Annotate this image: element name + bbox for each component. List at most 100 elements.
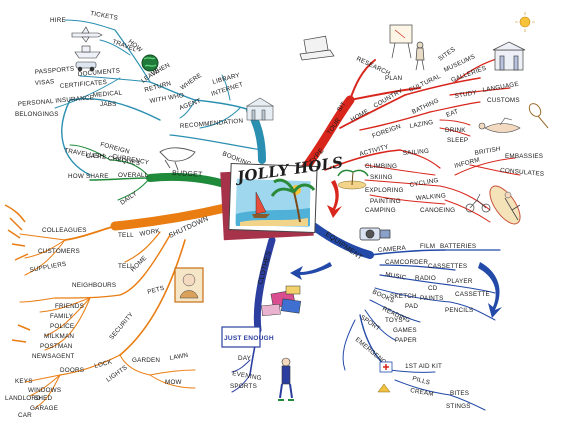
shutdown-lights-label: Lights bbox=[105, 364, 129, 383]
type-sleep-label: Sleep bbox=[447, 137, 468, 144]
type-embassies-label: Embassies bbox=[505, 153, 543, 160]
shutdown-newsagent-label: Newsagent bbox=[32, 353, 74, 360]
booking-with-who-label: With Who bbox=[149, 92, 185, 105]
type-skiing-label: Skiing bbox=[370, 174, 393, 181]
equipment-pills-label: Pills bbox=[411, 375, 430, 386]
equipment-paper-label: Paper bbox=[395, 337, 417, 344]
equipment-first-aid-kit-label: 1st Aid Kit bbox=[405, 363, 442, 370]
shutdown-suppliers-label: Suppliers bbox=[29, 261, 67, 274]
shutdown-garden-label: Garden bbox=[132, 357, 160, 364]
tennis-racket-icon bbox=[528, 103, 549, 129]
boat-icon bbox=[74, 45, 101, 59]
camera-icon bbox=[359, 227, 391, 241]
shutdown-family-label: Family bbox=[50, 313, 74, 320]
type-foreign-label: Foreign bbox=[371, 123, 402, 140]
type-cycling-label: Cycling bbox=[409, 177, 439, 189]
budget-labels: Budget Overall How Share Currency Foreig… bbox=[64, 141, 203, 206]
clothes-day-label: Day bbox=[238, 355, 252, 362]
equipment-sketch-label: Sketch bbox=[390, 293, 417, 300]
type-painting-label: Painting bbox=[370, 198, 401, 205]
shutdown-tell-label: Tell bbox=[118, 232, 134, 239]
shutdown-keys-label: Keys bbox=[15, 378, 33, 385]
equipment-label: Equipment bbox=[324, 231, 364, 262]
equipment-bites-label: Bites bbox=[450, 390, 469, 397]
type-british-label: British bbox=[474, 145, 501, 156]
booking-where-label: Where bbox=[179, 72, 203, 92]
budget-how-share-label: How Share bbox=[68, 173, 109, 180]
branch-type bbox=[324, 57, 521, 223]
equipment-camera-label: Camera bbox=[378, 245, 407, 254]
equipment-cream-label: Cream bbox=[410, 387, 435, 398]
first-aid-icon bbox=[377, 361, 393, 393]
clothes-evening-label: Evening bbox=[232, 370, 263, 382]
type-inform-label: Inform bbox=[454, 156, 481, 170]
shutdown-car-label: Car bbox=[18, 412, 32, 419]
booking-labels: Booking Agent Library Internet With Who … bbox=[15, 10, 252, 168]
type-walking-label: Walking bbox=[416, 192, 447, 202]
equipment-film-label: Film bbox=[420, 243, 435, 250]
type-plan-label: Plan bbox=[385, 75, 403, 82]
type-home-label: Home bbox=[350, 108, 371, 124]
type-cultural-label: Cultural bbox=[408, 73, 442, 94]
car-icon bbox=[75, 61, 97, 72]
equipment-radio-label: Radio bbox=[415, 275, 436, 282]
clothes-arrow-icon bbox=[290, 262, 332, 280]
type-camping-label: Camping bbox=[365, 207, 396, 214]
equipment-cassette-label: Cassette bbox=[455, 291, 490, 298]
easel-icon bbox=[389, 24, 413, 59]
branch-clothes-line bbox=[253, 236, 276, 334]
shutdown-windows-label: Windows bbox=[28, 387, 61, 394]
equipment-stings-label: Stings bbox=[446, 403, 471, 410]
shutdown-pets-label: Pets bbox=[147, 285, 165, 296]
laptop-icon bbox=[299, 35, 335, 61]
booking-certificates-label: Certificates bbox=[60, 79, 108, 90]
globe-icon bbox=[141, 54, 159, 72]
type-sites-label: Sites bbox=[437, 46, 457, 63]
type-sit-label: Sit bbox=[336, 101, 348, 114]
shutdown-customers-label: Customers bbox=[38, 248, 80, 255]
clothes-just-enough-label: Just Enough bbox=[224, 335, 274, 342]
clothes-sports-label: Sports bbox=[230, 383, 257, 390]
hands-icon bbox=[159, 147, 196, 171]
type-canoeing-label: Canoeing bbox=[420, 207, 455, 214]
surfer-icon bbox=[489, 185, 521, 225]
equipment-music-label: Music bbox=[385, 271, 407, 282]
type-sailing-label: Sailing bbox=[403, 148, 430, 157]
booking-passports-label: Passports bbox=[35, 66, 75, 76]
building-icon bbox=[492, 41, 526, 71]
type-language-label: Language bbox=[482, 81, 519, 94]
shutdown-postman-label: Postman bbox=[40, 343, 73, 350]
shutdown-lock-label: Lock bbox=[94, 358, 114, 370]
equipment-batteries-label: Batteries bbox=[440, 243, 476, 250]
library-icon bbox=[245, 97, 275, 121]
booking-recommendation-label: Recommendation bbox=[180, 117, 244, 130]
shutdown-doors-label: Doors bbox=[60, 367, 84, 374]
type-exploring-label: Exploring bbox=[365, 187, 404, 194]
type-activity-label: Activity bbox=[359, 143, 390, 158]
type-climbing-label: Climbing bbox=[365, 163, 397, 170]
booking-visas-label: Visas bbox=[35, 78, 55, 87]
shutdown-security-label: Security bbox=[108, 311, 135, 342]
island-icon bbox=[337, 169, 369, 190]
clothes-label: Clothes bbox=[257, 250, 273, 285]
shutdown-colleagues-label: Colleagues bbox=[42, 227, 87, 234]
type-customs-label: Customs bbox=[487, 97, 520, 104]
booking-personal-insurance-label: Personal Insurance bbox=[18, 94, 95, 108]
shutdown-landlord-label: Landlord bbox=[5, 395, 41, 402]
type-arrow-icon bbox=[327, 180, 342, 218]
sun-rays-icon bbox=[4, 204, 31, 343]
branch-shutdown-line bbox=[110, 203, 230, 231]
sun-icon bbox=[515, 12, 535, 32]
clothes-pile-icon bbox=[261, 285, 302, 317]
cyclist-icon bbox=[465, 193, 491, 213]
type-consulates-label: Consulates bbox=[500, 167, 545, 178]
equipment-pencils-label: Pencils bbox=[445, 307, 473, 314]
equipment-cassettes-label: Cassettes bbox=[428, 263, 467, 270]
shutdown-milkman-label: Milkman bbox=[44, 333, 74, 340]
booking-jabs-label: Jabs bbox=[100, 101, 117, 108]
booking-belongings-label: Belongings bbox=[15, 111, 59, 118]
shutdown-mow-label: Mow bbox=[165, 379, 182, 386]
booking-tickets-label: Tickets bbox=[90, 10, 119, 22]
booking-hire-label: Hire bbox=[50, 17, 66, 24]
